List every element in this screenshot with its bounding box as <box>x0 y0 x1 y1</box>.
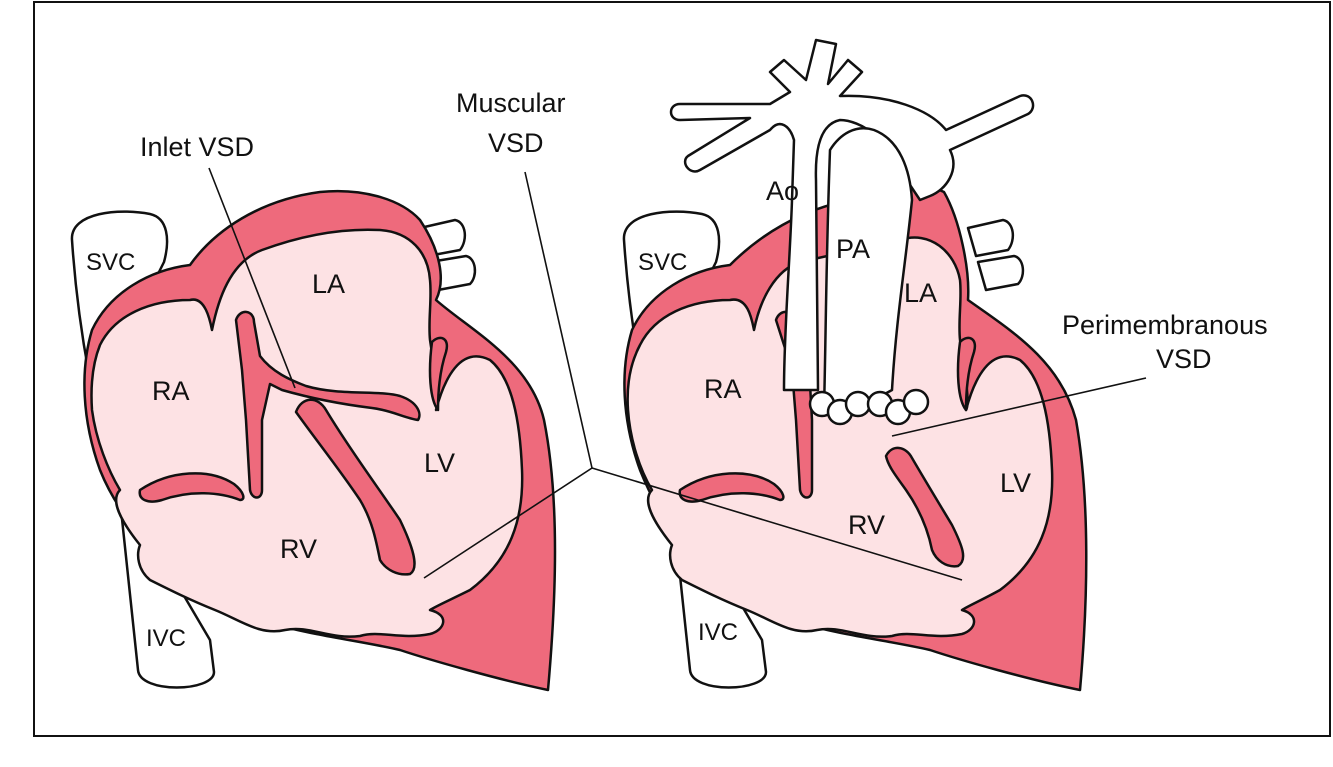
right-la-label: LA <box>904 278 937 308</box>
left-atrial-septum <box>234 310 421 499</box>
muscular-vsd-label-line1: Muscular <box>456 88 566 118</box>
right-tricuspid-leaflet <box>678 472 785 503</box>
right-mitral-leaflet <box>956 336 977 412</box>
right-rv-label: RV <box>848 510 885 540</box>
left-heart-labels: SVC IVC RA LA LV RV <box>86 249 455 652</box>
left-ventricular-septum <box>294 398 416 576</box>
left-svc-label: SVC <box>86 249 135 276</box>
perimembranous-vsd-leader <box>891 377 1147 437</box>
pulmonary-artery <box>822 127 914 412</box>
left-tricuspid-leaflet <box>138 472 245 503</box>
right-svc-label: SVC <box>638 249 687 276</box>
right-ra-label: RA <box>704 374 742 404</box>
vsd-annotations: Inlet VSD Muscular VSD Perimembranous VS… <box>140 88 1268 374</box>
left-ivc-label: IVC <box>146 625 186 652</box>
right-ventricular-septum <box>884 446 965 568</box>
left-mitral-leaflet <box>428 336 449 412</box>
right-pulmonary-vein-1 <box>966 218 1015 258</box>
aorta-label: Ao <box>766 176 799 206</box>
left-chamber <box>90 228 524 638</box>
inlet-vsd-leader <box>208 167 296 389</box>
muscular-vsd-label-line2: VSD <box>488 128 544 158</box>
leader-lines <box>208 167 1147 581</box>
left-lv-label: LV <box>424 448 455 478</box>
muscular-vsd-leader-right <box>591 467 963 581</box>
perimembranous-vsd-label-line1: Perimembranous <box>1062 310 1268 340</box>
right-heart-labels: SVC IVC RA LA LV RV Ao PA <box>638 176 1031 646</box>
right-lv-label: LV <box>1000 468 1031 498</box>
left-ra-label: RA <box>152 376 190 406</box>
right-heart <box>622 38 1088 692</box>
right-pulmonary-vein-2 <box>976 254 1025 292</box>
left-heart <box>70 189 557 692</box>
right-ivc-label: IVC <box>698 619 738 646</box>
pulmonary-artery-label: PA <box>836 234 870 264</box>
aorta <box>669 38 1035 392</box>
inlet-vsd-label: Inlet VSD <box>140 132 254 162</box>
left-rv-label: RV <box>280 534 317 564</box>
perimembranous-vsd-label-line2: VSD <box>1156 344 1212 374</box>
right-atrial-septum <box>774 310 814 499</box>
valve-cusps <box>808 388 930 426</box>
left-la-label: LA <box>312 269 345 299</box>
